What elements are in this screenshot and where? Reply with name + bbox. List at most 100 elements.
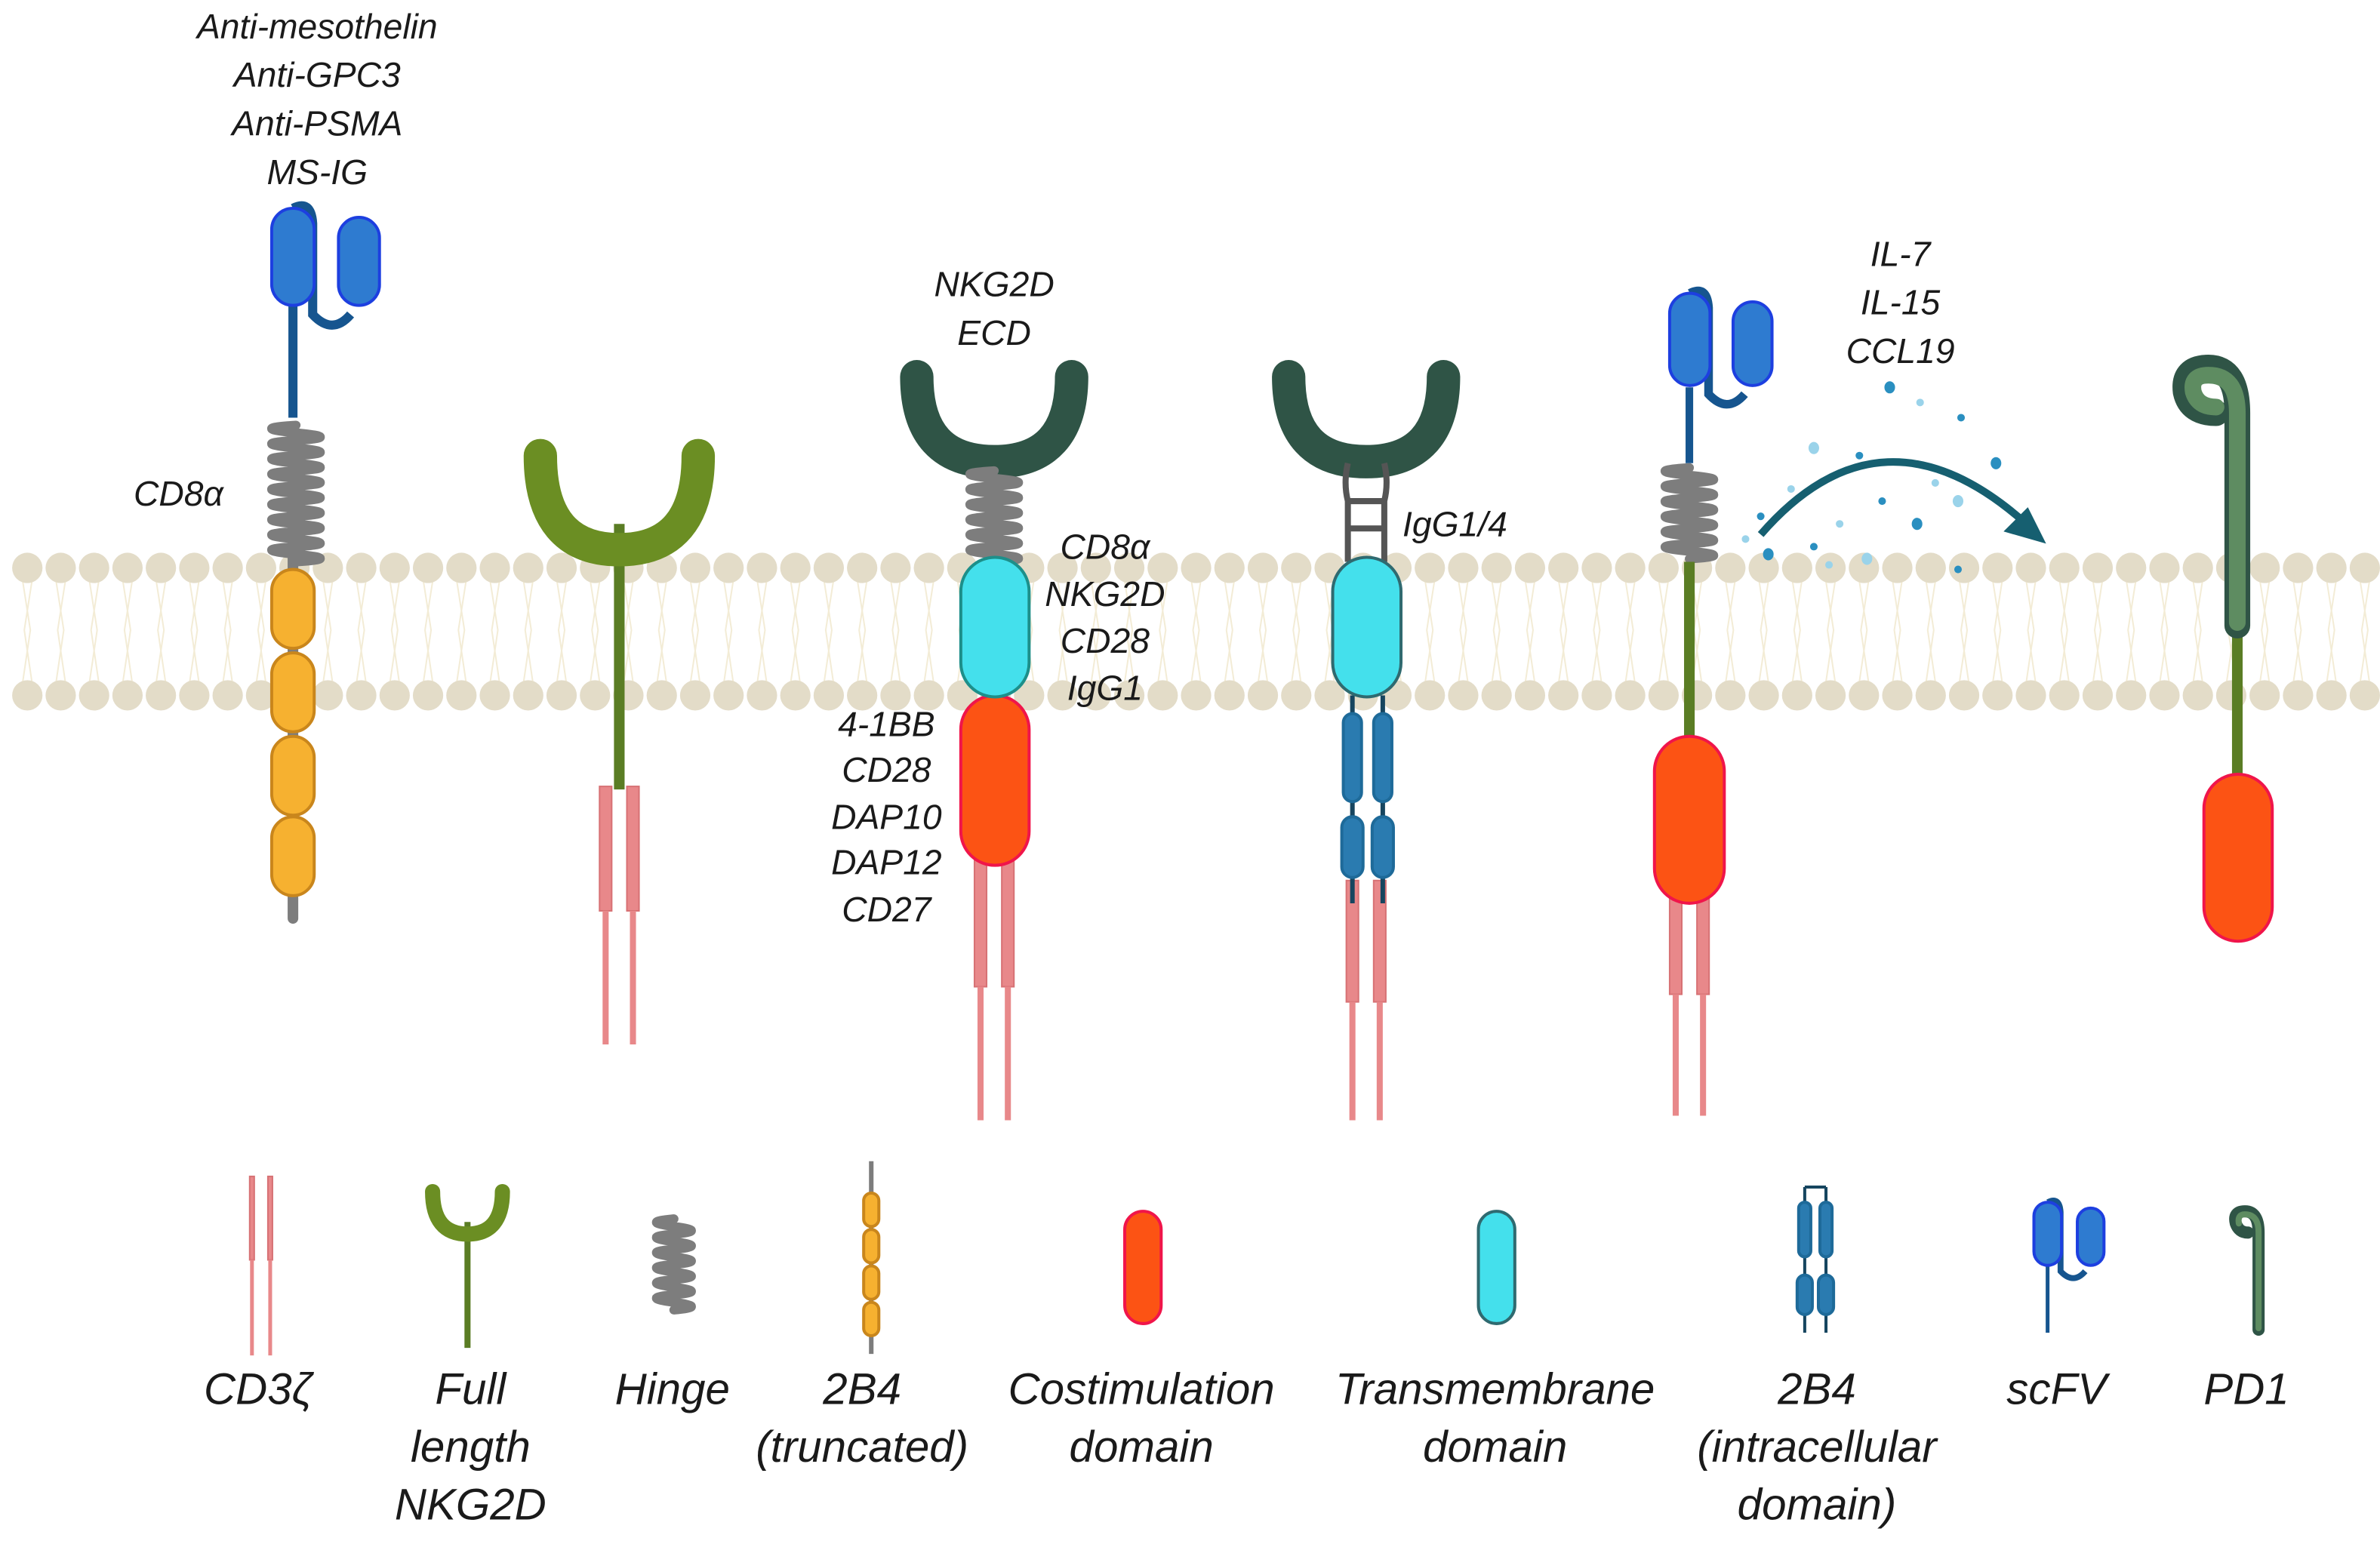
lipid-head xyxy=(546,552,577,583)
2b4-intracellular-segment xyxy=(1370,815,1395,879)
truncated-2b4-segment xyxy=(269,815,316,897)
lipid-head xyxy=(813,552,845,583)
legend-icon-hinge xyxy=(651,1214,696,1315)
cytokine-particle xyxy=(1911,518,1923,531)
lipid-head xyxy=(2082,680,2114,711)
label-anti-mesothelin: Anti-mesothelin xyxy=(195,7,438,46)
legend-label-line: domain) xyxy=(1738,1480,1897,1529)
lipid-head xyxy=(2349,680,2380,711)
scfv-linker xyxy=(291,201,355,330)
lipid-head xyxy=(1915,552,1946,583)
cytokine-particle xyxy=(1952,495,1964,508)
lipid-head xyxy=(2049,680,2080,711)
cytokine-particle xyxy=(1878,497,1886,506)
lipid-head xyxy=(847,680,878,711)
cd3z-chain-thick xyxy=(1696,894,1710,995)
lipid-tail xyxy=(2359,581,2370,682)
lipid-head xyxy=(780,552,811,583)
lipid-head xyxy=(1247,552,1279,583)
truncated-2b4-segment xyxy=(269,734,316,817)
lipid-head xyxy=(2316,552,2347,583)
lipid-head xyxy=(2015,680,2046,711)
hinge-coil xyxy=(651,1214,696,1315)
lipid-head xyxy=(79,680,109,711)
label-tm-nkg2d: NKG2D xyxy=(1045,574,1165,614)
lipid-tail xyxy=(1658,581,1669,682)
lipid-head xyxy=(1615,680,1646,711)
legend-label-line: Hinge xyxy=(615,1365,730,1414)
lipid-tail xyxy=(2025,581,2037,682)
lipid-tail xyxy=(1224,581,1235,682)
cell-membrane xyxy=(12,552,2380,711)
lipid-tail xyxy=(1858,581,1870,682)
lipid-head xyxy=(2049,552,2080,583)
lipid-head xyxy=(1948,552,1980,583)
lipid-head xyxy=(747,552,777,583)
lipid-tail xyxy=(790,581,801,682)
lipid-tail xyxy=(2092,581,2104,682)
cytokine-particle xyxy=(1808,441,1819,454)
legend-label-line: PD1 xyxy=(2203,1365,2289,1414)
lipid-tail xyxy=(1491,581,1502,682)
lipid-tail xyxy=(1257,581,1269,682)
cytokine-particle xyxy=(1741,535,1750,543)
lipid-head xyxy=(45,680,76,711)
2b4-intracellular-segment xyxy=(1340,815,1365,879)
cytokine-particle xyxy=(1991,457,2002,469)
lipid-head xyxy=(313,680,343,711)
lipid-head xyxy=(1481,680,1512,711)
construct-pd1-switch xyxy=(2172,355,2274,943)
legend-label-2b4-truncated: 2B4 (truncated) xyxy=(756,1365,968,1472)
lipid-head xyxy=(679,680,711,711)
lipid-head xyxy=(1181,552,1212,583)
label-dap12: DAP12 xyxy=(831,843,942,882)
lipid-head xyxy=(1748,680,1779,711)
lipid-tail xyxy=(723,581,734,682)
costim-options-labels: 4-1BB CD28 DAP10 DAP12 CD27 xyxy=(831,705,942,929)
arrow-head-icon xyxy=(2003,507,2046,544)
transmembrane-options-labels: CD8α NKG2D CD28 IgG1 xyxy=(1045,527,1165,707)
legend-label-line: 2B4 xyxy=(822,1365,901,1414)
lipid-head xyxy=(379,552,410,583)
segment xyxy=(1818,1201,1834,1259)
legend-label-line: (truncated) xyxy=(756,1423,968,1472)
lipid-head xyxy=(12,680,43,711)
legend-label-line: CD3ζ xyxy=(204,1365,315,1414)
lipid-head xyxy=(646,680,677,711)
2b4-intracellular-segment xyxy=(1341,712,1363,804)
cytokine-particle xyxy=(1954,565,1963,574)
legend-label-line: Transmembrane xyxy=(1335,1365,1655,1414)
lipid-head xyxy=(1948,680,1980,711)
lipid-head xyxy=(45,552,76,583)
cytokine-particle xyxy=(1861,552,1873,565)
lipid-head xyxy=(813,680,845,711)
lipid-head xyxy=(1548,552,1579,583)
legend-label-line: 2B4 xyxy=(1777,1365,1856,1414)
cd3z-chain-thick xyxy=(248,1175,255,1261)
lipid-tail xyxy=(222,581,233,682)
lipid-tail xyxy=(1624,581,1636,682)
lipid-tail xyxy=(322,581,334,682)
lipid-head xyxy=(1314,680,1345,711)
lipid-tail xyxy=(2058,581,2070,682)
construct-nkg2d-ecd-costim xyxy=(900,360,1088,1121)
lipid-head xyxy=(1415,552,1446,583)
lipid-head xyxy=(713,680,744,711)
lipid-head xyxy=(1548,680,1579,711)
construct-scfv-cd8a-2b4 xyxy=(266,201,381,924)
legend-label-line: length xyxy=(411,1423,531,1472)
cd3z-chain-thick xyxy=(1001,849,1015,988)
cd3z-chain-thick xyxy=(626,786,640,912)
lipid-head xyxy=(1514,552,1546,583)
cd3z-chain-thick xyxy=(266,1175,273,1261)
lipid-tail xyxy=(1925,581,1936,682)
legend-icon-costim xyxy=(1123,1210,1163,1325)
lipid-head xyxy=(1281,680,1312,711)
lipid-head xyxy=(1147,552,1178,583)
lipid-head xyxy=(1047,680,1078,711)
truncated-2b4-segment xyxy=(269,567,316,651)
legend-icon-scfv xyxy=(2032,1198,2106,1333)
legend-label-cd3z: CD3ζ xyxy=(204,1365,315,1414)
